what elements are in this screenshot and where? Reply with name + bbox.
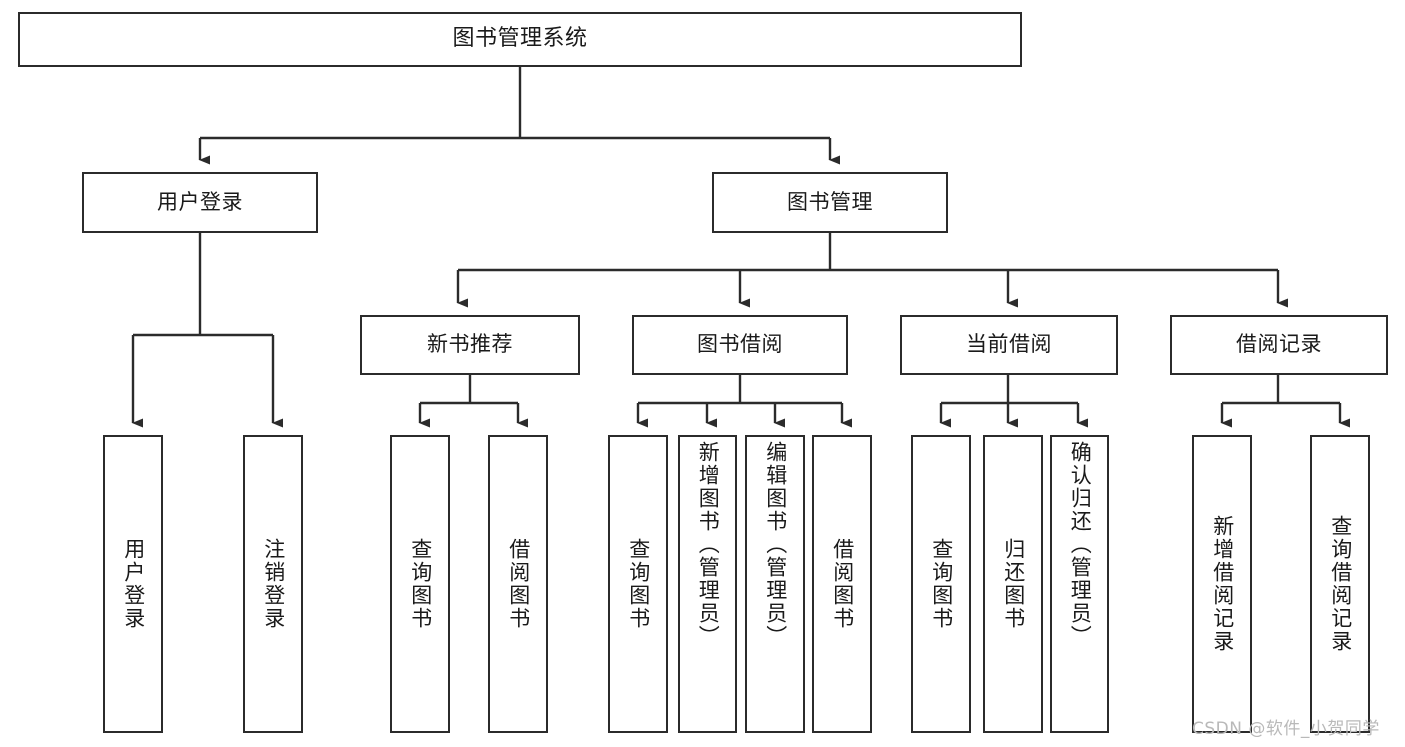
leaf-new-book-query-book[interactable]: 查询图书 [390,435,450,733]
node-borrow-record[interactable]: 借阅记录 [1170,315,1388,375]
leaf-label: 查询图书 [929,538,954,630]
leaf-current-borrow-return-book[interactable]: 归还图书 [983,435,1043,733]
node-new-book-recommend[interactable]: 新书推荐 [360,315,580,375]
leaf-label: 编辑图书（管理员） [763,441,788,648]
leaf-label: 查询图书 [408,538,433,630]
node-root-system[interactable]: 图书管理系统 [18,12,1022,67]
leaf-label: 新增借阅记录 [1210,515,1235,653]
leaf-label: 借阅图书 [506,538,531,630]
leaf-label: 新增图书（管理员） [696,441,721,648]
leaf-label: 查询借阅记录 [1328,515,1353,653]
leaf-borrow-record-add-record[interactable]: 新增借阅记录 [1192,435,1252,733]
leaf-label: 注销登录 [261,538,286,630]
leaf-book-borrow-query-book[interactable]: 查询图书 [608,435,668,733]
leaf-current-borrow-confirm-return-admin[interactable]: 确认归还（管理员） [1050,435,1109,733]
leaf-borrow-record-query-record[interactable]: 查询借阅记录 [1310,435,1370,733]
leaf-book-borrow-add-book-admin[interactable]: 新增图书（管理员） [678,435,737,733]
node-book-management[interactable]: 图书管理 [712,172,948,233]
leaf-label: 归还图书 [1001,538,1026,630]
node-user-login[interactable]: 用户登录 [82,172,318,233]
leaf-book-borrow-edit-book-admin[interactable]: 编辑图书（管理员） [745,435,805,733]
leaf-label: 用户登录 [121,538,146,630]
leaf-user-login-logout[interactable]: 注销登录 [243,435,303,733]
leaf-label: 确认归还（管理员） [1068,441,1093,648]
leaf-label: 查询图书 [626,538,651,630]
leaf-book-borrow-borrow-book[interactable]: 借阅图书 [812,435,872,733]
node-book-borrow[interactable]: 图书借阅 [632,315,848,375]
leaf-label: 借阅图书 [830,538,855,630]
leaf-current-borrow-query-book[interactable]: 查询图书 [911,435,971,733]
leaf-user-login-login[interactable]: 用户登录 [103,435,163,733]
leaf-new-book-borrow-book[interactable]: 借阅图书 [488,435,548,733]
node-current-borrow[interactable]: 当前借阅 [900,315,1118,375]
csdn-watermark: CSDN @软件_小贺同学 [1192,719,1380,739]
